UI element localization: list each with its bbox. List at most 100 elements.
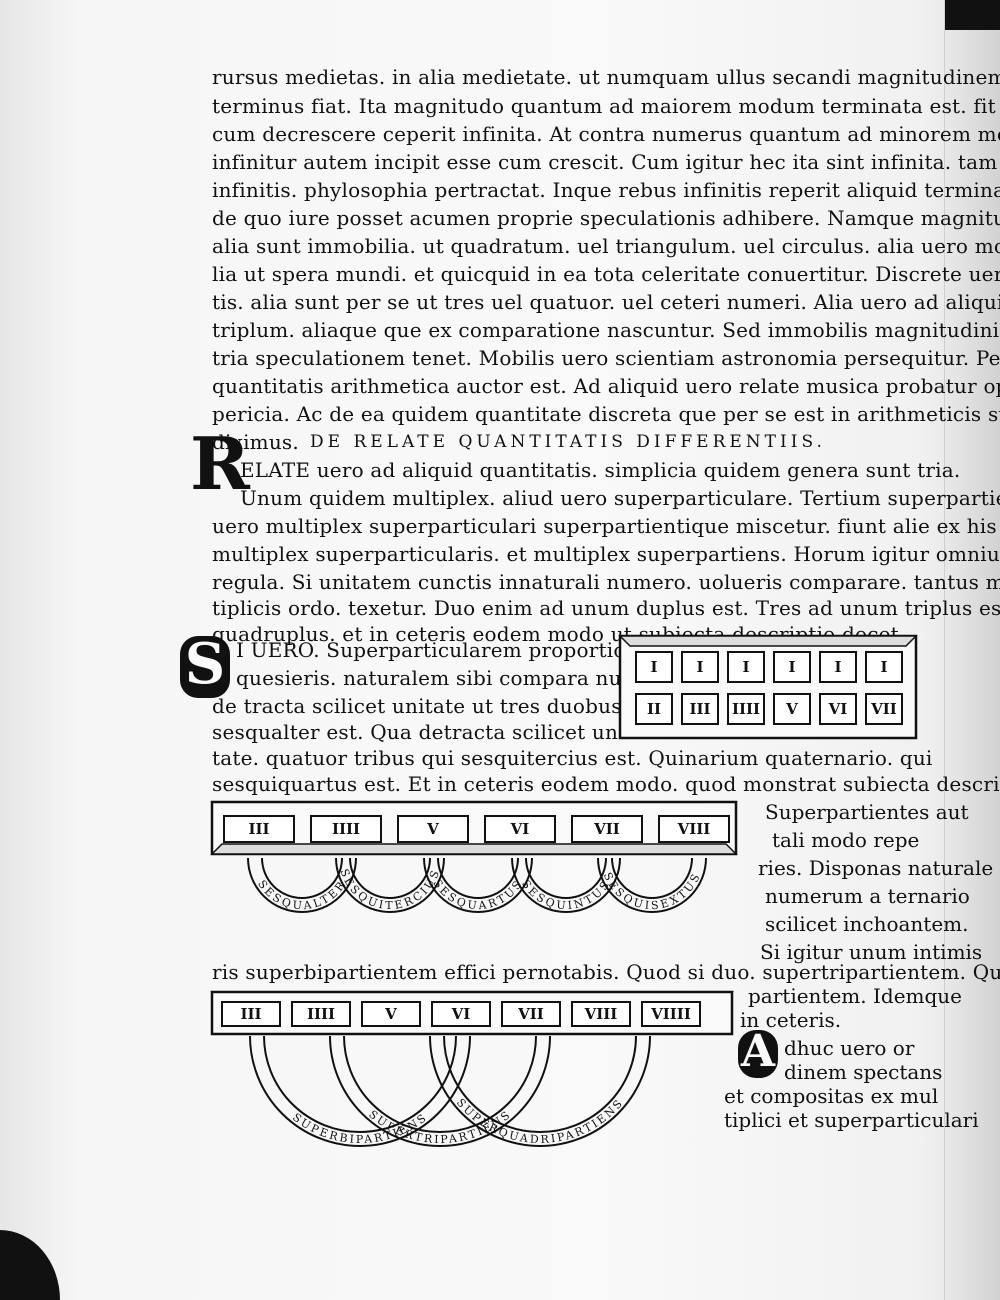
numeral-label: I — [696, 658, 703, 676]
arc-line — [249, 1035, 471, 1147]
numeral-label: VII — [593, 820, 620, 838]
side-text-line: numerum a ternario — [765, 884, 970, 908]
numeral-label: V — [426, 820, 439, 838]
side-text-line: dinem spectans — [784, 1060, 943, 1084]
numeral-label: VII — [517, 1005, 544, 1023]
numeral-cell — [291, 1001, 351, 1027]
numeral-cell — [223, 815, 295, 843]
text-line: cum decrescere ceperit infinita. At cont… — [212, 122, 1000, 146]
numeral-label: V — [384, 1005, 397, 1023]
arc-line — [329, 1035, 551, 1147]
side-text-line: tiplici et superparticulari — [724, 1108, 979, 1132]
arc-inner-line — [525, 857, 607, 899]
dark-corner-shadow — [0, 1230, 60, 1300]
numeral-cell — [773, 693, 811, 725]
numeral-cell — [865, 651, 903, 683]
numeral-cell — [865, 693, 903, 725]
bar-bevel-bottom — [210, 843, 738, 855]
numeral-label: VIII — [677, 820, 711, 838]
arc-line — [423, 857, 533, 913]
illuminated-initial-a: A — [738, 1030, 778, 1078]
numeral-cell — [819, 651, 857, 683]
adjacent-page-edge — [944, 0, 1000, 1300]
illuminated-initial-s: S — [180, 636, 230, 698]
text-line: lia ut spera mundi. et quicquid in ea to… — [212, 262, 1000, 286]
side-text-line: in ceteris. — [740, 1008, 842, 1032]
numeral-label: IIII — [307, 1005, 335, 1023]
numeral-cell — [819, 693, 857, 725]
text-line: I UERO. Superparticularem proportionem — [236, 638, 670, 662]
numeral-label: VIII — [584, 1005, 618, 1023]
text-line: sesqualter est. Qua detracta scilicet un… — [212, 720, 625, 744]
side-text-line: ries. Disponas naturale — [758, 856, 994, 880]
arc-inner-line — [611, 857, 693, 899]
numeral-label: I — [880, 658, 887, 676]
text-line: infinitis. phylosophia pertractat. Inque… — [212, 178, 1000, 202]
numeral-label: V — [785, 700, 798, 718]
text-line: rursus medietas. in alia medietate. ut n… — [212, 65, 1000, 89]
numeral-label: III — [689, 700, 710, 718]
arc-line — [247, 857, 357, 913]
arc-inner-line — [343, 1035, 537, 1133]
numeral-label: VI — [451, 1005, 471, 1023]
numeral-label: II — [647, 700, 661, 718]
numeral-cell — [635, 693, 673, 725]
arc-line — [597, 857, 707, 913]
text-line: tiplicis ordo. texetur. Duo enim ad unum… — [212, 596, 1000, 620]
text-line: regula. Si unitatem cunctis innaturali n… — [212, 570, 1000, 594]
numeral-label: I — [742, 658, 749, 676]
text-line: sesquiquartus est. Et in ceteris eodem m… — [212, 772, 1000, 796]
text-line: triplum. aliaque que ex comparatione nas… — [212, 318, 1000, 342]
text-line: ELATE uero ad aliquid quantitatis. simpl… — [240, 458, 961, 482]
section-heading: DE RELATE QUANTITATIS DIFFERENTIIS. — [310, 432, 826, 452]
numeral-cell — [681, 651, 719, 683]
text-line: ris superbipartientem effici pernotabis.… — [212, 960, 1000, 984]
text-line: diximus. — [212, 430, 299, 454]
dark-corner-tab — [945, 0, 1000, 30]
numeral-label: III — [248, 820, 269, 838]
text-line: de quo iure posset acumen proprie specul… — [212, 206, 1000, 230]
arc-inner-line — [443, 1035, 637, 1133]
text-line: multiplex superparticularis. et multiple… — [212, 542, 1000, 566]
text-line: alia sunt immobilia. ut quadratum. uel t… — [212, 234, 1000, 258]
numeral-cell — [658, 815, 730, 843]
numeral-cell — [727, 651, 765, 683]
numeral-cell — [361, 1001, 421, 1027]
arc-line — [511, 857, 621, 913]
numeral-cell — [310, 815, 382, 843]
numeral-label: I — [650, 658, 657, 676]
text-line: de tracta scilicet unitate ut tres duobu… — [212, 694, 622, 718]
text-line: quantitatis arithmetica auctor est. Ad a… — [212, 374, 1000, 398]
side-text-line: partientem. Idemque — [748, 984, 963, 1008]
arc-label: SESQUARTUS — [431, 877, 526, 912]
numeral-label: I — [788, 658, 795, 676]
text-line: tria speculationem tenet. Mobilis uero s… — [212, 346, 1000, 370]
numeral-cell — [221, 1001, 281, 1027]
numeral-label: VII — [870, 700, 897, 718]
text-line: pericia. Ac de ea quidem quantitate disc… — [212, 402, 1000, 426]
text-line: terminus fiat. Ita magnitudo quantum ad … — [212, 94, 1000, 118]
arc-label: SESQUALTER — [255, 878, 349, 913]
side-text-line: scilicet inchoantem. — [765, 912, 969, 936]
arc-line — [335, 857, 445, 913]
text-line: tate. quatuor tribus qui sesquitercius e… — [212, 746, 933, 770]
numeral-label: IIII — [332, 820, 360, 838]
numeral-cell — [501, 1001, 561, 1027]
side-text-line: Superpartientes aut — [765, 800, 969, 824]
numeral-cell — [681, 693, 719, 725]
side-text-line: Si igitur unum intimis — [760, 940, 983, 964]
text-line: infinitur autem incipit esse cum crescit… — [212, 150, 1000, 174]
arc-line — [429, 1035, 651, 1147]
numeral-cell — [571, 1001, 631, 1027]
arc-label: SESQUINTUS — [519, 878, 613, 913]
frame-bevel — [618, 635, 918, 647]
numeral-cell — [397, 815, 469, 843]
text-line: Unum quidem multiplex. aliud uero superp… — [240, 486, 1000, 510]
side-text-line: dhuc uero or — [784, 1036, 915, 1060]
numeral-label: IIII — [732, 700, 760, 718]
arc-inner-line — [263, 1035, 457, 1133]
numeral-label: VI — [828, 700, 848, 718]
